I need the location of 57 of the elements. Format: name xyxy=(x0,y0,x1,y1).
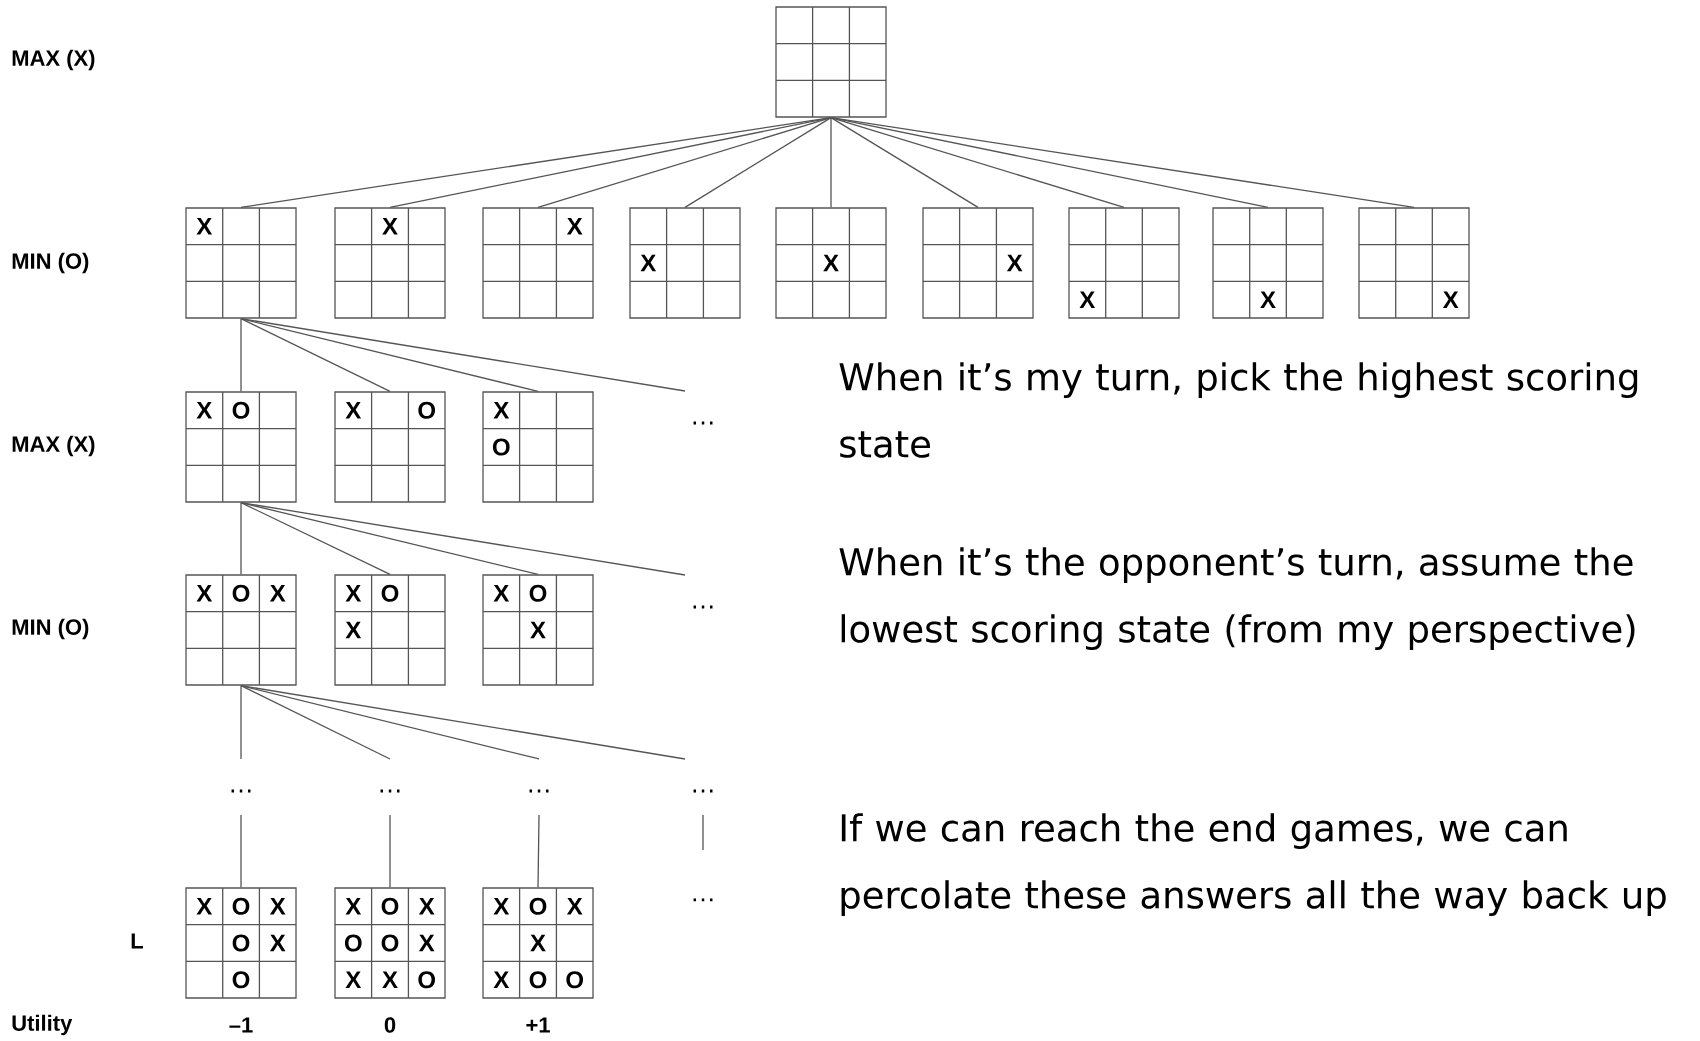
tree-line xyxy=(684,117,832,208)
tic-tac-toe-board: X xyxy=(1358,207,1470,319)
ellipsis: … xyxy=(380,789,400,793)
ellipsis: … xyxy=(693,605,713,609)
tic-tac-toe-board: X O X X X O O xyxy=(482,887,594,999)
tic-tac-toe-board: X xyxy=(1068,207,1180,319)
tic-tac-toe-board: X O X xyxy=(482,574,594,686)
tic-tac-toe-board xyxy=(775,6,887,118)
utility-value: +1 xyxy=(526,1017,550,1033)
tree-line xyxy=(537,117,832,208)
tic-tac-toe-board: X xyxy=(775,207,887,319)
tree-line xyxy=(240,685,242,760)
tree-line xyxy=(830,117,979,208)
level-label: Utility xyxy=(12,1014,73,1036)
tree-line xyxy=(240,318,391,392)
tree-line xyxy=(389,117,832,208)
tic-tac-toe-board: X O xyxy=(334,391,446,503)
tree-line xyxy=(240,814,242,888)
tic-tac-toe-board: X O xyxy=(185,391,297,503)
ellipsis: … xyxy=(693,421,713,425)
tree-line xyxy=(240,685,391,760)
tree-line xyxy=(240,502,686,576)
utility-value: –1 xyxy=(229,1017,253,1033)
tic-tac-toe-board: X xyxy=(1212,207,1324,319)
ellipsis: … xyxy=(693,898,713,902)
note-paragraph: When it’s my turn, pick the highest scoring state xyxy=(839,362,1638,458)
tree-line xyxy=(240,685,686,760)
utility-value: 0 xyxy=(384,1017,396,1033)
ellipsis: … xyxy=(231,789,251,793)
level-label: MIN (O) xyxy=(12,252,89,274)
tic-tac-toe-board: X xyxy=(482,207,594,319)
tic-tac-toe-board: X O xyxy=(482,391,594,503)
tree-line xyxy=(240,318,242,392)
tree-line xyxy=(830,117,832,208)
tic-tac-toe-board: X O X O X O xyxy=(185,887,297,999)
tree-line xyxy=(240,502,242,575)
tic-tac-toe-board: X O X xyxy=(185,574,297,686)
tic-tac-toe-board: X O X xyxy=(334,574,446,686)
tree-line xyxy=(240,318,686,392)
note-paragraph: When it’s the opponent’s turn, assume the lowest scoring state (from my perspective) xyxy=(839,547,1635,650)
tic-tac-toe-board: X xyxy=(629,207,741,319)
level-label: MAX (X) xyxy=(12,49,95,71)
ellipsis: … xyxy=(693,789,713,793)
tic-tac-toe-board: X O X O O X X X O xyxy=(334,887,446,999)
level-label: MAX (X) xyxy=(12,435,95,457)
tree-line xyxy=(389,814,391,888)
note-paragraph: If we can reach the end games, we can percolate these answers all the way back up xyxy=(841,813,1666,916)
tree-line xyxy=(240,502,391,575)
level-label: MIN (O) xyxy=(12,618,89,640)
tic-tac-toe-board: X xyxy=(334,207,446,319)
tree-line xyxy=(702,814,704,851)
tree-line xyxy=(830,117,1415,208)
tree-line xyxy=(537,814,540,888)
level-label: L xyxy=(131,933,143,949)
tic-tac-toe-board: X xyxy=(922,207,1034,319)
ellipsis: … xyxy=(529,789,549,793)
tic-tac-toe-board: X xyxy=(185,207,297,319)
